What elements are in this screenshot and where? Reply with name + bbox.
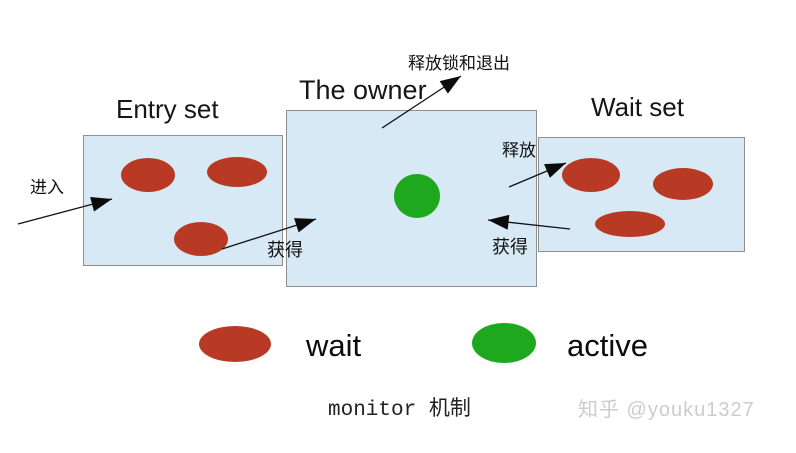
release-arrow-label: 释放 <box>502 141 536 160</box>
watermark: 知乎 @youku1327 <box>578 399 755 421</box>
diagram-caption: monitor 机制 <box>328 399 471 422</box>
owner-title: The owner <box>299 75 427 105</box>
wait-thread-ellipse <box>121 158 175 192</box>
wait-thread-ellipse <box>207 157 267 187</box>
legend-wait-label: wait <box>306 328 362 363</box>
wait-thread-ellipse <box>595 211 665 237</box>
enter-arrow-label: 进入 <box>30 178 64 197</box>
wait-thread-ellipse <box>174 222 228 256</box>
wait-set-title: Wait set <box>591 92 684 122</box>
active-thread-ellipse <box>394 174 440 218</box>
acquire-left-arrow-label: 获得 <box>267 240 303 260</box>
legend-active-label: active <box>567 328 648 363</box>
entry-set-title: Entry set <box>116 94 219 124</box>
wait-thread-ellipse <box>653 168 713 200</box>
wait-thread-ellipse <box>562 158 620 192</box>
legend-active-ellipse <box>472 323 536 363</box>
release-and-exit-arrow-label: 释放锁和退出 <box>408 54 510 73</box>
legend-wait-ellipse <box>199 326 271 362</box>
acquire-right-arrow-label: 获得 <box>492 237 528 257</box>
